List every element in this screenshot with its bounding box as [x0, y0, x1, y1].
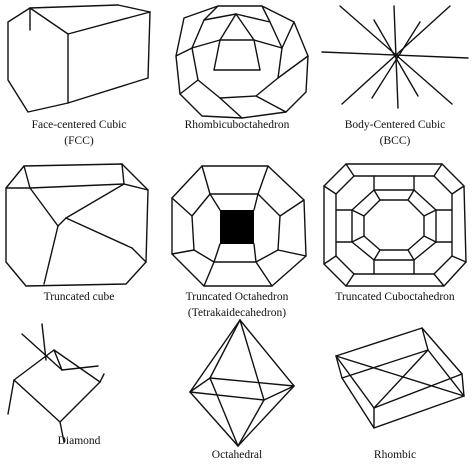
rhombic-drawing [335, 327, 465, 429]
caption-bcc-line-2: (BCC) [379, 135, 411, 147]
cell-bcc: Body-Centered Cubic (BCC) [316, 0, 474, 158]
truncated-cuboctahedron-drawing [323, 163, 467, 287]
truncated-octahedron-drawing [171, 165, 307, 287]
octahedral-drawing [189, 319, 295, 447]
bcc-unit-cell-drawing [321, 5, 469, 109]
cell-rhombicuboctahedron: Rhombicuboctahedron [158, 0, 316, 158]
caption-truncated-octahedron-line-1: Truncated Octahedron [185, 291, 289, 303]
cell-octahedral: Octahedral [158, 316, 316, 474]
cell-truncated-cuboctahedron: Truncated Cuboctahedron [316, 158, 474, 316]
caption-fcc-line-1: Face-centered Cubic [31, 119, 127, 131]
truncated-cube-drawing [5, 163, 149, 287]
caption-diamond: Diamond [57, 435, 101, 447]
caption-rhombicuboctahedron: Rhombicuboctahedron [184, 119, 290, 131]
cell-truncated-cube: Truncated cube [0, 158, 158, 316]
caption-rhombic: Rhombic [373, 449, 417, 461]
cell-truncated-octahedron: Truncated Octahedron (Tetrakaidecahedron… [158, 158, 316, 319]
cell-rhombic: Rhombic [316, 316, 474, 474]
caption-truncated-octahedron-line-2: (Tetrakaidecahedron) [187, 307, 287, 319]
rhombicuboctahedron-drawing [175, 5, 309, 119]
caption-bcc-line-1: Body-Centered Cubic [344, 119, 446, 131]
caption-octahedral: Octahedral [211, 449, 263, 461]
caption-truncated-cube: Truncated cube [43, 291, 115, 303]
cell-fcc: Face-centered Cubic (FCC) [0, 0, 158, 158]
fcc-unit-cell-drawing [7, 4, 151, 113]
cell-diamond: Diamond [0, 316, 158, 474]
caption-truncated-cuboctahedron: Truncated Cuboctahedron [335, 291, 455, 303]
caption-fcc-line-2: (FCC) [64, 135, 94, 147]
diamond-unit-cell-drawing [7, 323, 105, 443]
